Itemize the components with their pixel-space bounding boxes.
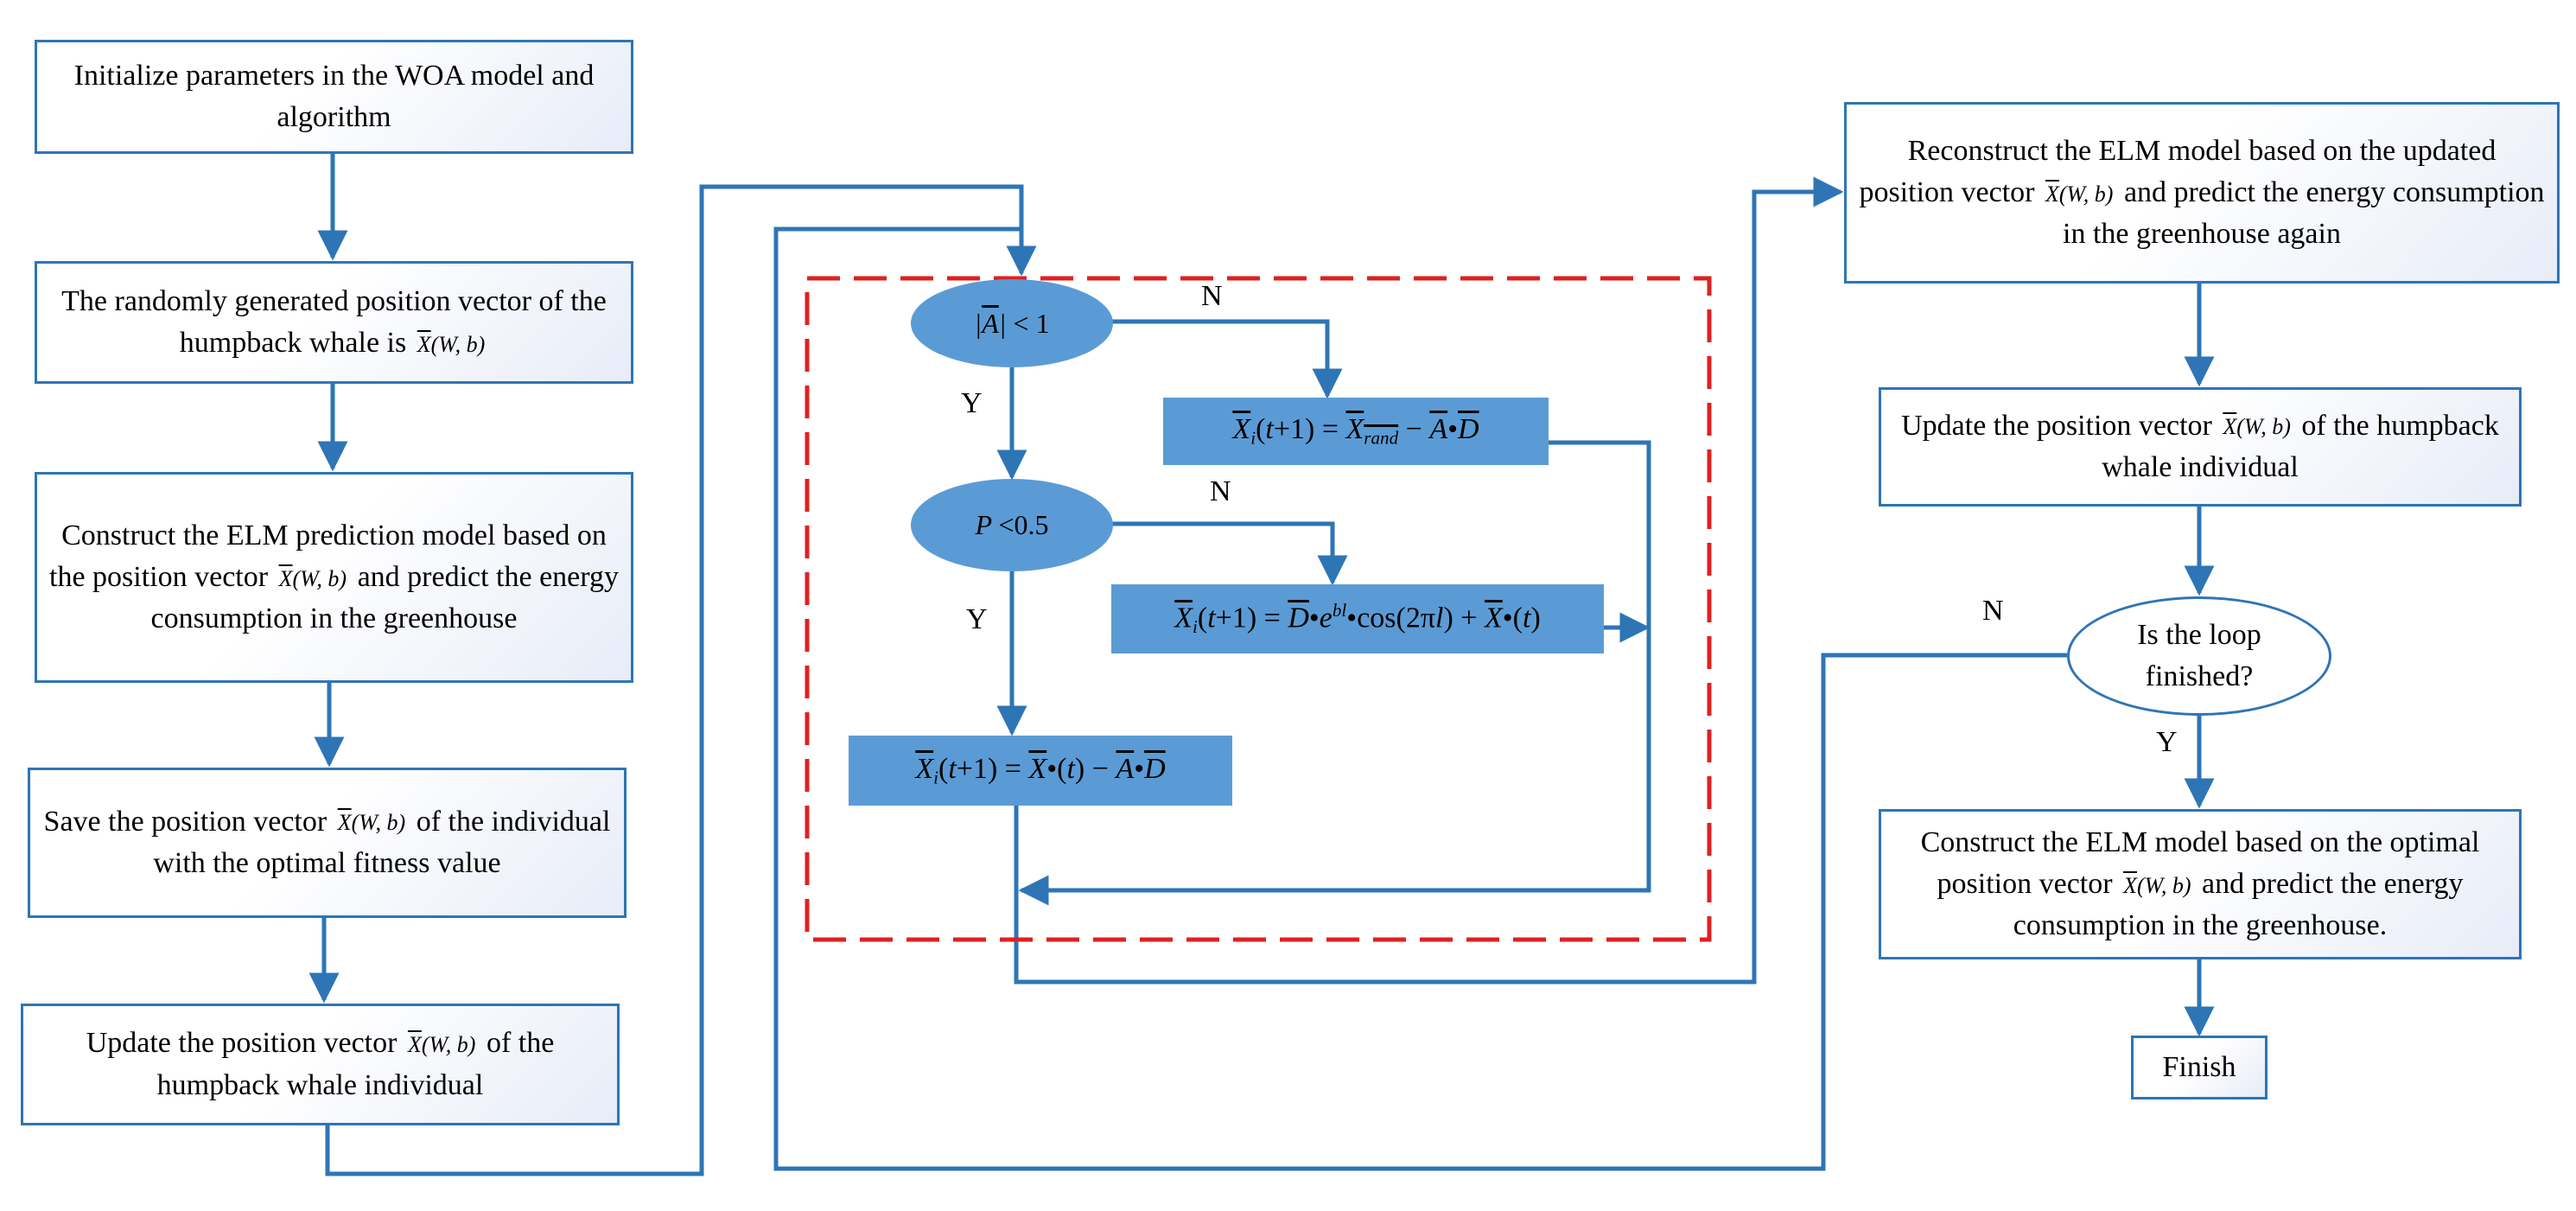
position-vector-symbol: X(W, b) xyxy=(2045,181,2114,207)
save-position-tail: of the individual with the optimal fitne… xyxy=(153,805,611,879)
save-position-step: Save the position vector X(W, b) of the … xyxy=(28,768,627,918)
eq-spiral-update: Xi(t+1) = D•ebl•cos(2πl) + X•(t) xyxy=(1111,584,1604,653)
label-y-p: Y xyxy=(966,603,988,635)
random-position-text: The randomly generated position vector o… xyxy=(61,284,607,359)
decision-a-less-than-one: |A| < 1 xyxy=(911,279,1113,367)
position-vector-symbol: X(W, b) xyxy=(2123,872,2191,898)
construct-elm-step: Construct the ELM prediction model based… xyxy=(35,472,633,683)
arrow-loop-check-no xyxy=(773,226,2067,1171)
arrow-a-to-random-eq xyxy=(1112,319,1343,399)
loop-finished-text: Is the loop finished? xyxy=(2137,619,2261,692)
construct-elm-text-wrap: Construct the ELM prediction model based… xyxy=(49,515,619,641)
label-y-loop: Y xyxy=(2156,726,2178,758)
update-position-right-step: Update the position vector X(W, b) of th… xyxy=(1879,387,2522,507)
eq-spiral-formula: Xi(t+1) = D•ebl•cos(2πl) + X•(t) xyxy=(1174,600,1541,637)
reconstruct-elm-step: Reconstruct the ELM model based on the u… xyxy=(1844,102,2560,284)
save-position-text: Save the position vector xyxy=(43,805,328,838)
position-vector-symbol: X(W, b) xyxy=(278,565,347,591)
label-y-a: Y xyxy=(961,387,983,419)
init-step: Initialize parameters in the WOA model a… xyxy=(35,40,633,154)
decision-p-less-than-half: P <0.5 xyxy=(911,479,1113,571)
random-position-step: The randomly generated position vector o… xyxy=(35,261,633,384)
update-position-left-text-wrap: Update the position vector X(W, b) of th… xyxy=(35,1023,605,1106)
update-position-right-tail: of the humpback whale individual xyxy=(2102,409,2499,483)
arrow-random-eq-merge xyxy=(1018,440,1651,906)
final-construct-tail: and predict the energy consumption in th… xyxy=(2013,867,2464,942)
eq-random-formula: Xi(t+1) = Xrand − A•D xyxy=(1232,413,1479,449)
eq-random-search: Xi(t+1) = Xrand − A•D xyxy=(1163,398,1549,465)
final-construct-text: Construct the ELM model based on the opt… xyxy=(1920,825,2480,900)
position-vector-symbol: X(W, b) xyxy=(417,331,486,357)
arrow-shrink-to-reconstruct xyxy=(1014,176,1844,985)
construct-elm-text: Construct the ELM prediction model based… xyxy=(49,519,607,593)
update-position-left-tail: of the humpback whale individual xyxy=(156,1027,555,1101)
final-construct-step: Construct the ELM model based on the opt… xyxy=(1879,809,2522,959)
save-position-text-wrap: Save the position vector X(W, b) of the … xyxy=(42,801,612,885)
random-position-text-wrap: The randomly generated position vector o… xyxy=(49,281,619,365)
dashed-search-frame xyxy=(805,276,1712,942)
label-n-p: N xyxy=(1210,475,1231,507)
arrow-update-to-loop xyxy=(325,184,1037,1176)
label-n-a: N xyxy=(1201,280,1223,312)
arrow-p-to-spiral-eq xyxy=(1112,521,1348,586)
final-construct-text-wrap: Construct the ELM model based on the opt… xyxy=(1893,822,2507,947)
position-vector-symbol: X(W, b) xyxy=(337,810,406,836)
loop-finished-decision: Is the loop finished? xyxy=(2067,596,2331,716)
finish-text: Finish xyxy=(2162,1050,2236,1083)
reconstruct-tail: and predict the energy consumption in th… xyxy=(2063,175,2545,251)
init-text: Initialize parameters in the WOA model a… xyxy=(73,59,595,133)
label-n-loop: N xyxy=(1982,595,2004,627)
position-vector-symbol: X(W, b) xyxy=(2223,414,2291,440)
update-position-left-text: Update the position vector xyxy=(86,1027,398,1060)
cond-p-formula: P <0.5 xyxy=(975,509,1049,540)
eq-shrink-encircle: Xi(t+1) = X•(t) − A•D xyxy=(849,736,1232,806)
reconstruct-text: Reconstruct the ELM model based on the u… xyxy=(1859,134,2496,208)
update-position-left-step: Update the position vector X(W, b) of th… xyxy=(21,1004,620,1125)
eq-shrink-formula: Xi(t+1) = X•(t) − A•D xyxy=(915,752,1166,788)
update-position-right-text: Update the position vector xyxy=(1901,409,2212,442)
reconstruct-text-wrap: Reconstruct the ELM model based on the u… xyxy=(1859,131,2545,256)
position-vector-symbol: X(W, b) xyxy=(407,1031,476,1057)
finish-step: Finish xyxy=(2131,1036,2268,1099)
construct-elm-tail: and predict the energy consumption in th… xyxy=(150,560,619,635)
cond-a-formula: |A| < 1 xyxy=(974,307,1050,339)
update-position-right-text-wrap: Update the position vector X(W, b) of th… xyxy=(1893,405,2507,489)
